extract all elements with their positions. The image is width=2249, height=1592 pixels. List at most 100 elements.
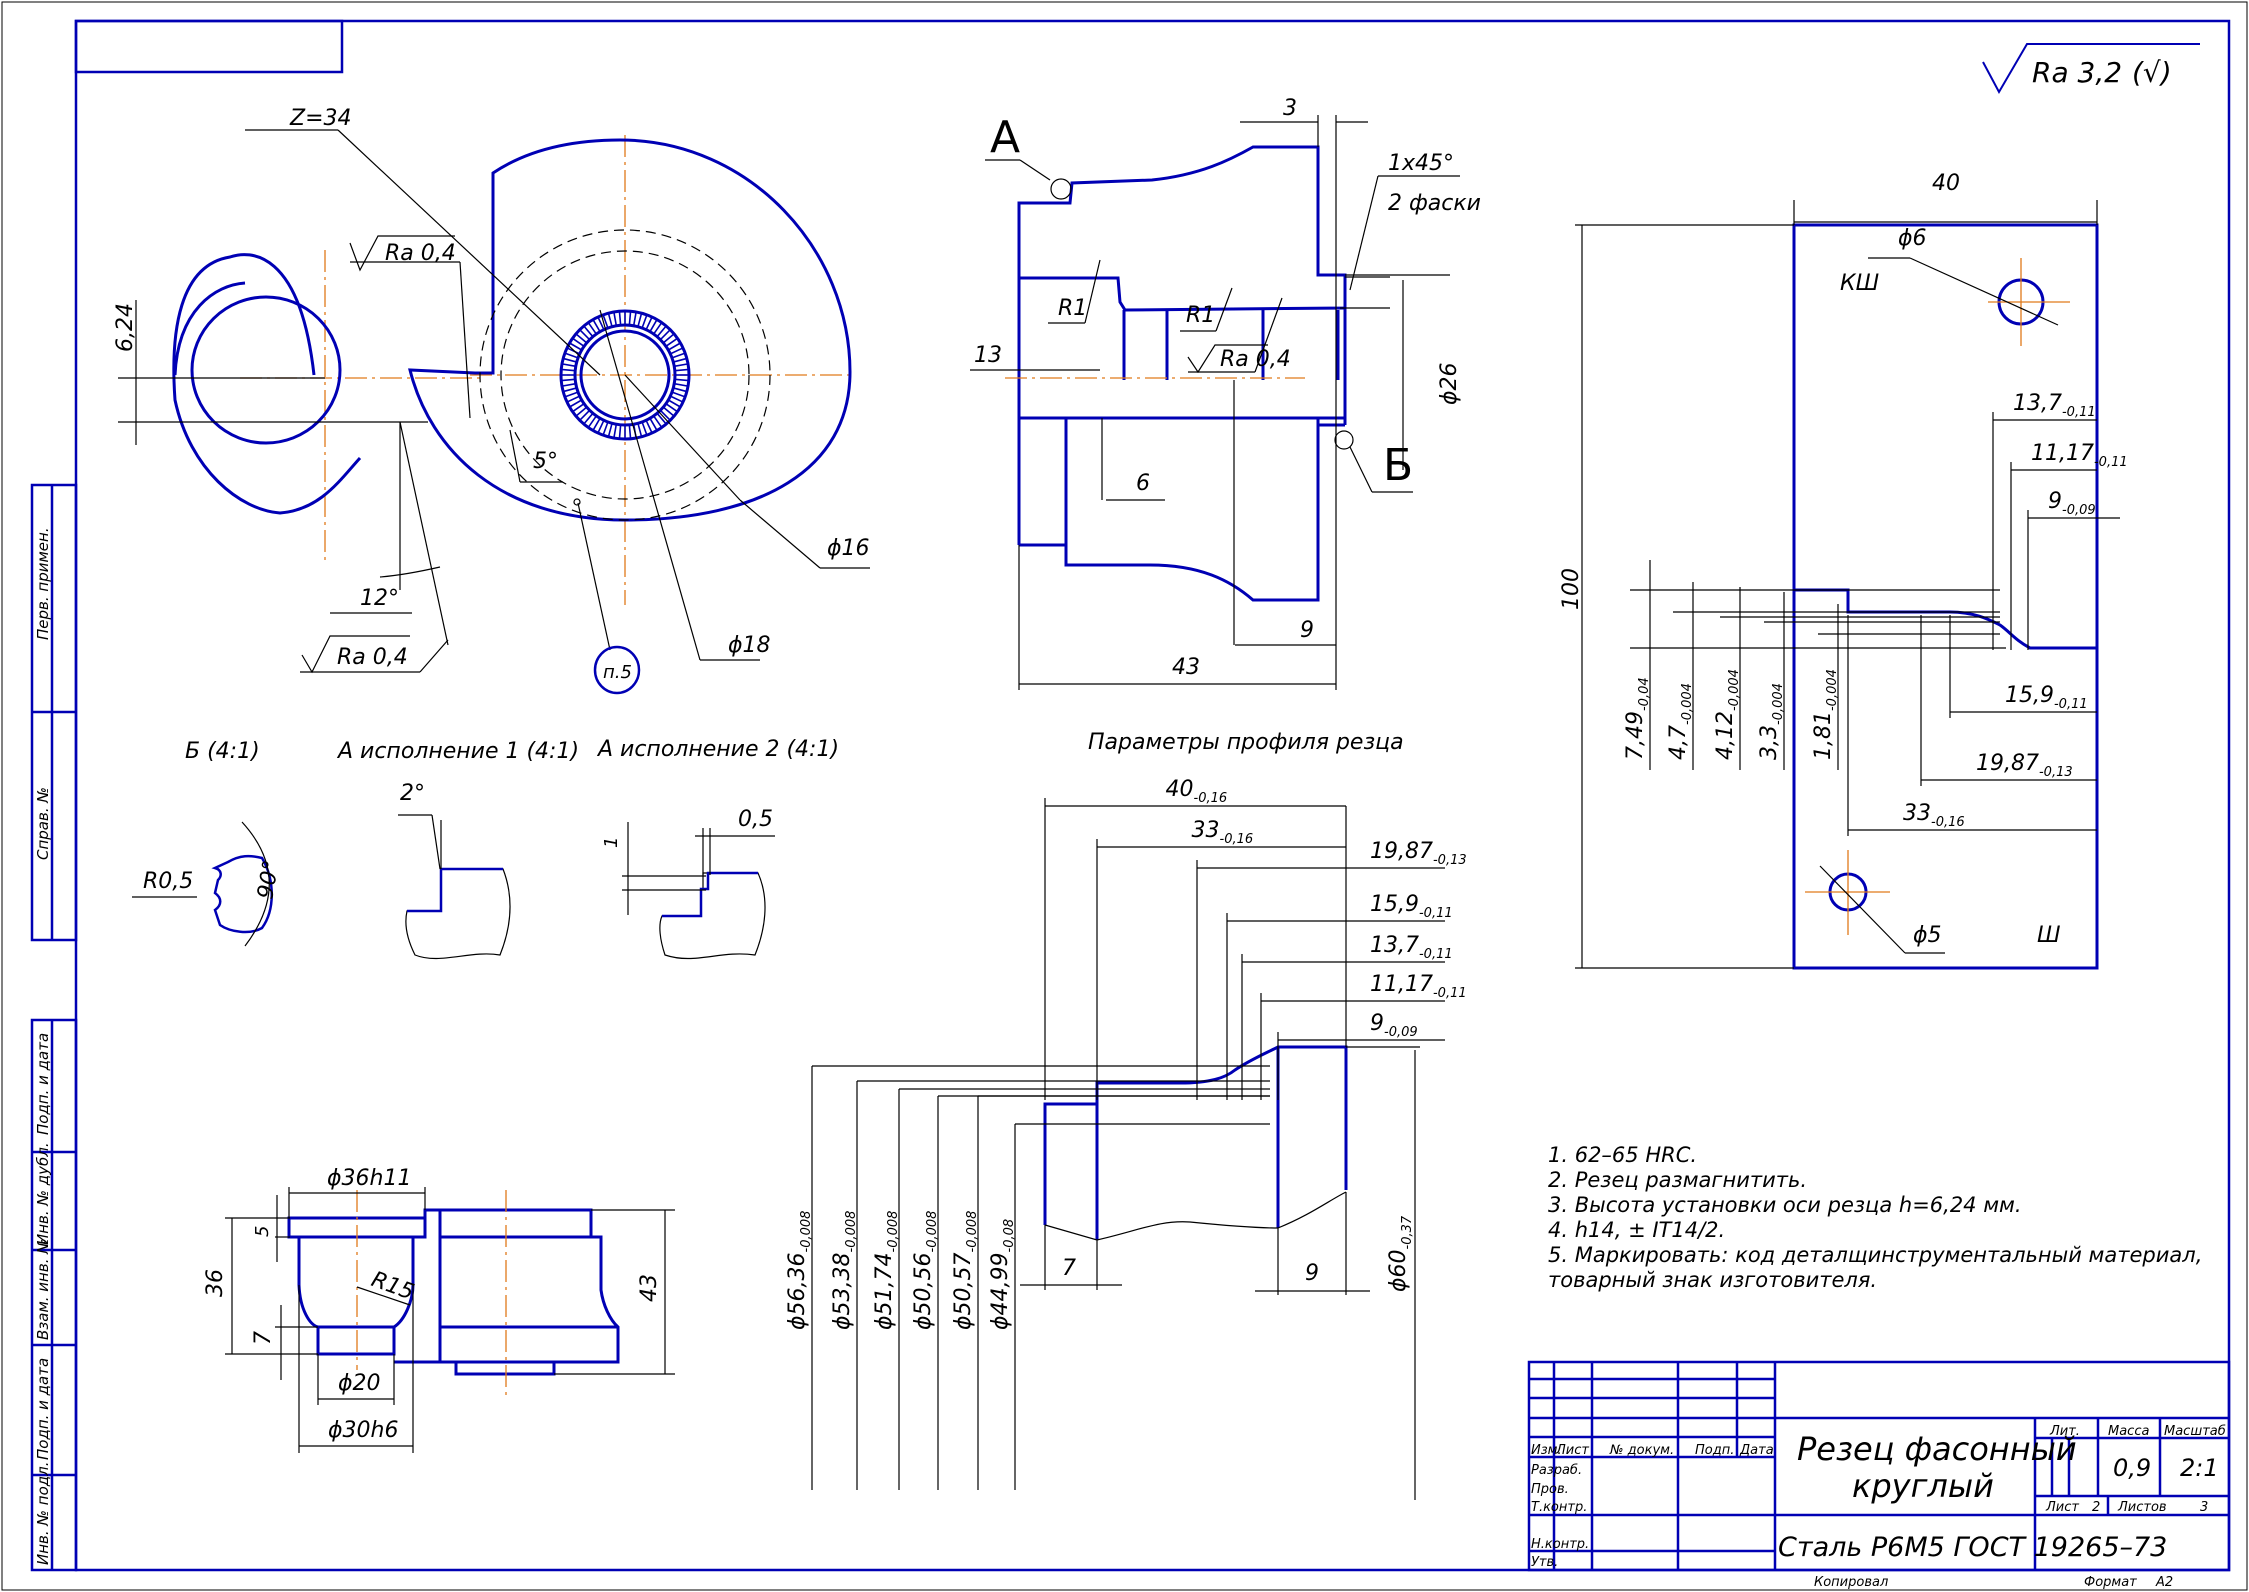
serration-tooth <box>649 417 658 431</box>
template-hdim-4: 19,87-0,13 <box>1976 751 2073 780</box>
note-line: 1. 62–65 HRC. <box>1548 1143 1697 1167</box>
stamp-first-use: Перв. примен. <box>34 527 52 640</box>
profile-ddim-3: ϕ50,56-0,008 <box>911 1211 940 1330</box>
profile-hdim-1: 33-0,16 <box>1192 818 1254 847</box>
copied-label: Копировал <box>1814 1575 1888 1590</box>
serration-tooth <box>667 342 681 351</box>
r1-left: R1 <box>1058 296 1087 321</box>
template-vdim-2: 4,12-0,004 <box>1713 669 1742 760</box>
template-vdim-4: 1,81-0,004 <box>1811 669 1840 760</box>
tb-sheets: 3 <box>2200 1500 2208 1515</box>
angle-clearance: 5° <box>533 449 558 474</box>
serration-tooth <box>562 357 577 363</box>
dia-26: ϕ26 <box>1437 362 1462 405</box>
stamp-ref-no: Справ. № <box>34 787 52 860</box>
side-stamp-lower: Подп. и дата Инв. № дубл. Взам. инв. № П… <box>30 1018 78 1572</box>
template-hdim-1: 11,17-0,11 <box>2031 441 2128 470</box>
serration-tooth <box>575 406 588 417</box>
profile-hdim-3: 15,9-0,11 <box>1370 892 1453 921</box>
serration-tooth <box>673 357 688 363</box>
serration-tooth <box>592 417 601 431</box>
technical-notes: 1. 62–65 HRC.2. Резец размагнитить.3. Вы… <box>1548 1143 2202 1292</box>
serration-tooth <box>637 423 643 438</box>
ra-lower: Ra 0,4 <box>337 645 408 670</box>
hole-top-dia: ϕ6 <box>1898 226 1927 251</box>
dim-9: 9 <box>1300 618 1314 643</box>
side-stamp-upper: Перв. примен. Справ. № <box>30 483 78 942</box>
profile-title: Параметры профиля резца <box>1088 730 1404 755</box>
blank-dim-5: 5 <box>252 1226 273 1237</box>
note-line: 4. h14, ± IT14/2. <box>1548 1218 1725 1242</box>
serration-tooth <box>561 363 576 368</box>
profile-hdim-0: 40-0,16 <box>1166 777 1228 806</box>
profile-hdim-6: 9-0,09 <box>1370 1011 1418 1040</box>
tb-role-checker: Пров. <box>1531 1482 1569 1497</box>
tb-mass: 0,9 <box>2113 1454 2151 1482</box>
detail-a1-angle: 2° <box>400 781 425 806</box>
serration-tooth <box>566 395 581 403</box>
serration-tooth <box>662 333 675 344</box>
serration-tooth <box>656 325 667 338</box>
stamp-sign-date-1: Подп. и дата <box>34 1033 52 1135</box>
hole-bottom-mark: Ш <box>2037 923 2061 948</box>
general-roughness: Ra 3,2 (√) <box>1982 43 2200 95</box>
tb-part-name-1: Резец фасонный <box>1797 1430 2077 1468</box>
serration-tooth <box>613 424 618 439</box>
tool-outer-contour <box>408 138 852 522</box>
roughness-value: Ra 3,2 <box>2032 56 2122 89</box>
serration-tooth <box>607 423 613 438</box>
template-height: 100 <box>1559 568 1584 610</box>
tb-hdr-sheet: Лист <box>1555 1443 1589 1458</box>
template-view: 40 100 ϕ6 КШ ϕ5 Ш 13,7-0,1111,17-0,119-0… <box>1559 171 2128 970</box>
serration-tooth <box>673 387 688 393</box>
blank-dim-43: 43 <box>637 1274 662 1302</box>
serration-tooth <box>587 322 597 335</box>
tb-scale: 2:1 <box>2180 1454 2219 1482</box>
serration-tooth <box>569 399 583 408</box>
serration-tooth <box>613 311 618 326</box>
serration-tooth <box>645 316 653 331</box>
template-vdim-3: 3,3-0,004 <box>1757 683 1786 760</box>
serration-tooth <box>562 387 577 393</box>
serration-tooth <box>628 311 632 326</box>
label-a: А <box>990 112 1020 163</box>
dim-43: 43 <box>1172 655 1200 680</box>
serration-tooth <box>572 337 585 347</box>
serration-tooth <box>671 352 686 359</box>
note-ref: п.5 <box>603 662 632 683</box>
serration-tooth <box>674 382 689 387</box>
serration-tooth <box>579 409 591 421</box>
dim-6: 6 <box>1136 471 1150 496</box>
format-value: A2 <box>2155 1575 2173 1590</box>
template-hdim-5: 33-0,16 <box>1903 801 1965 830</box>
tb-role-norm-control: Н.контр. <box>1531 1537 1589 1552</box>
angle-rake: 12° <box>360 586 399 611</box>
serration-tooth <box>566 347 581 355</box>
blank-view: ϕ36h11 5 36 R15 7 ϕ20 ϕ30h6 43 <box>203 1166 675 1453</box>
front-view: Z=34 Ra 0,4 Ra 0,4 6,24 5° 12° ϕ16 ϕ1 <box>113 106 870 695</box>
profile-ddim-0: ϕ56,36-0,008 <box>785 1211 814 1330</box>
serration-tooth <box>674 368 689 372</box>
tb-hdr-docno: № докум. <box>1609 1443 1674 1458</box>
chamfer-dim: 1x45° <box>1388 151 1454 176</box>
tb-lit-label: Лит. <box>2049 1424 2080 1439</box>
serration-tooth <box>637 312 643 327</box>
detail-a2-depth: 1 <box>601 837 622 848</box>
serration-tooth <box>645 419 653 434</box>
teeth-count: Z=34 <box>289 106 352 131</box>
serration-tooth <box>618 424 622 439</box>
serration-tooth <box>669 395 684 403</box>
serration-tooth <box>561 368 576 372</box>
template-hdim-3: 15,9-0,11 <box>2005 683 2088 712</box>
note-line: 5. Маркировать: код деталщинструментальн… <box>1548 1243 2202 1267</box>
serration-tooth <box>607 312 613 327</box>
detail-a1-title: А исполнение 1 (4:1) <box>336 739 579 764</box>
serration-tooth <box>628 424 632 439</box>
detail-a2-width: 0,5 <box>738 807 773 832</box>
serration-tooth <box>564 352 579 359</box>
profile-dia-60: ϕ60-0,37 <box>1386 1215 1415 1292</box>
serration-tooth <box>583 412 594 425</box>
